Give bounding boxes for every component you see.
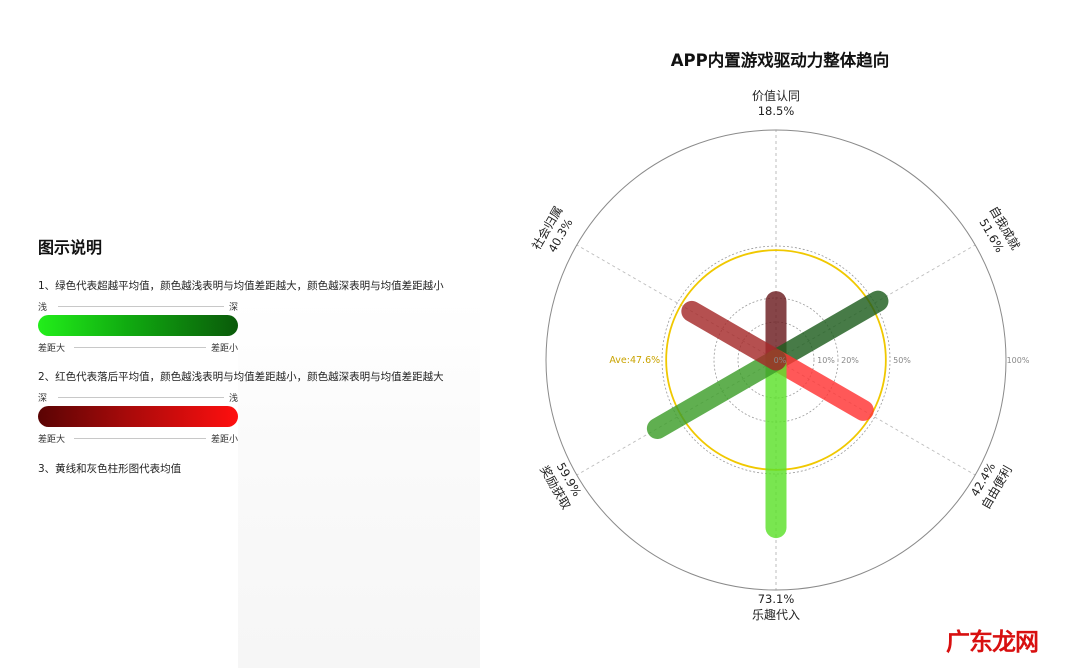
bar-3 xyxy=(765,349,874,421)
green-bottom-right-label: 差距小 xyxy=(210,344,238,354)
scale-line xyxy=(74,347,206,348)
bar-5 xyxy=(646,349,787,439)
watermark-logo: 广东龙网 xyxy=(946,627,1039,656)
legend-title: 图示说明 xyxy=(38,238,103,257)
tick-label: 100% xyxy=(1007,356,1030,365)
red-scale-bottom: 差距大 差距小 xyxy=(38,432,238,445)
tick-label: 10% xyxy=(817,356,835,365)
red-scale-top: 深 浅 xyxy=(38,391,238,404)
chart-bars xyxy=(646,290,889,539)
green-bottom-left-label: 差距大 xyxy=(38,344,66,354)
scale-line xyxy=(58,306,224,307)
legend-note-green: 1、绿色代表超越平均值，颜色越浅表明与均值差距越大，颜色越深表明与均值差距越小 xyxy=(38,280,444,292)
grid-ring xyxy=(737,321,815,399)
scale-line xyxy=(74,438,206,439)
green-scale-bottom: 差距大 差距小 xyxy=(38,341,238,354)
legend-note-average: 3、黄线和灰色柱形图代表均值 xyxy=(38,463,182,475)
green-top-right-label: 深 xyxy=(228,303,238,313)
red-bottom-right-label: 差距小 xyxy=(210,435,238,445)
red-top-left-label: 深 xyxy=(38,394,48,404)
bar-6 xyxy=(681,300,787,371)
green-top-left-label: 浅 xyxy=(38,303,48,313)
red-bottom-left-label: 差距大 xyxy=(38,435,66,445)
axis-name-label: 乐趣代入 xyxy=(752,607,800,622)
outer-ring xyxy=(545,129,1007,591)
tick-label: 50% xyxy=(893,356,911,365)
axis-name-label: 价值认同 xyxy=(752,88,800,103)
grid-ring xyxy=(661,245,891,475)
red-gradient-bar xyxy=(38,406,238,427)
bar-2 xyxy=(765,290,889,371)
legend-panel: 图示说明 1、绿色代表超越平均值，颜色越浅表明与均值差距越大，颜色越深表明与均值… xyxy=(38,234,478,476)
green-gradient-bar xyxy=(38,315,238,336)
axis-value-label: 18.5% xyxy=(758,104,795,118)
red-top-right-label: 浅 xyxy=(228,394,238,404)
legend-note-red: 2、红色代表落后平均值，颜色越浅表明与均值差距越小，颜色越深表明与均值差距越大 xyxy=(38,371,444,383)
average-label: Ave:47.6% xyxy=(609,355,660,366)
green-scale-top: 浅 深 xyxy=(38,300,238,313)
chart-title: APP内置游戏驱动力整体趋向 xyxy=(670,51,890,70)
background-panel xyxy=(238,300,480,668)
axis-value-label: 73.1% xyxy=(758,592,795,606)
tick-label: 0% xyxy=(774,356,787,365)
scale-line xyxy=(58,397,224,398)
tick-label: 20% xyxy=(841,356,859,365)
